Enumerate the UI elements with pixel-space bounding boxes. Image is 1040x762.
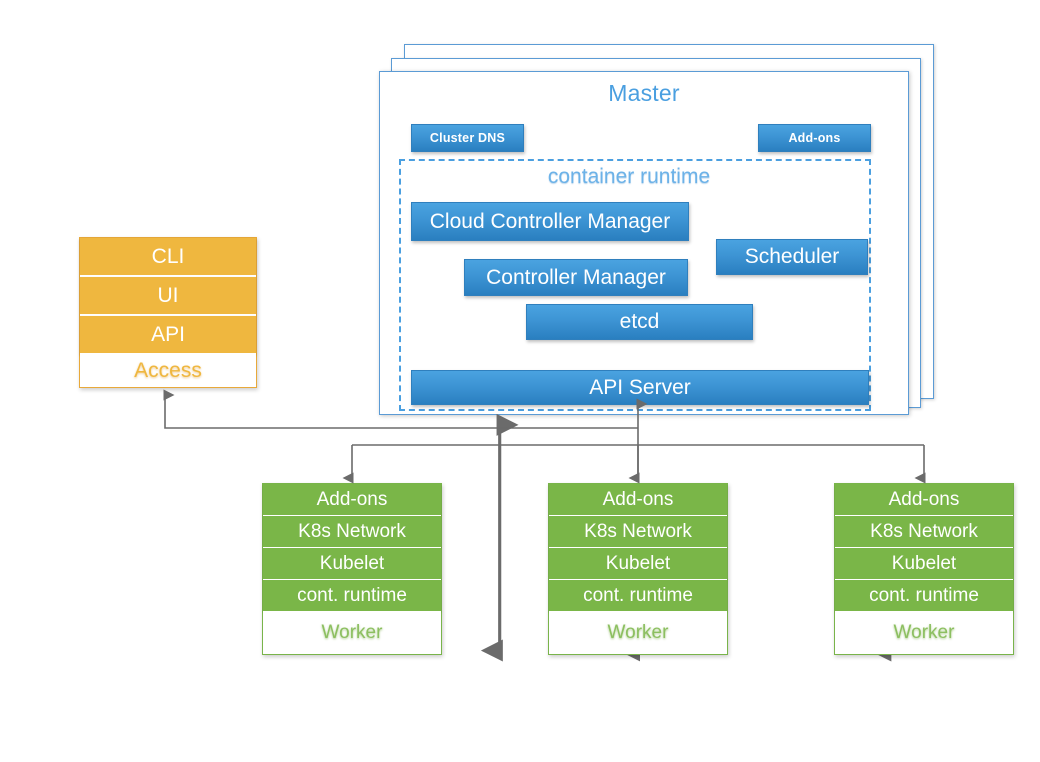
worker-1-footer-label: Worker: [263, 612, 441, 654]
worker-1-row-addons[interactable]: Add-ons: [263, 484, 441, 516]
master-addons-box[interactable]: Add-ons: [758, 124, 871, 152]
master-panel: Master Cluster DNS Add-ons container run…: [379, 71, 909, 662]
worker-2-row-cont-runtime[interactable]: cont. runtime: [549, 580, 727, 612]
worker-1-row-kubelet[interactable]: Kubelet: [263, 548, 441, 580]
scheduler-box[interactable]: Scheduler: [716, 239, 868, 275]
worker-node-2[interactable]: Add-ons K8s Network Kubelet cont. runtim…: [548, 483, 728, 655]
worker-3-row-cont-runtime[interactable]: cont. runtime: [835, 580, 1013, 612]
access-row-ui[interactable]: UI: [80, 277, 256, 316]
controller-manager-box[interactable]: Controller Manager: [464, 259, 688, 296]
worker-3-footer-label: Worker: [835, 612, 1013, 654]
worker-node-1[interactable]: Add-ons K8s Network Kubelet cont. runtim…: [262, 483, 442, 655]
worker-3-row-addons[interactable]: Add-ons: [835, 484, 1013, 516]
api-server-box[interactable]: API Server: [411, 370, 869, 405]
worker-node-3[interactable]: Add-ons K8s Network Kubelet cont. runtim…: [834, 483, 1014, 655]
access-stack[interactable]: CLI UI API Access: [79, 237, 257, 388]
worker-3-row-kubelet[interactable]: Kubelet: [835, 548, 1013, 580]
worker-2-row-addons[interactable]: Add-ons: [549, 484, 727, 516]
cloud-controller-manager-box[interactable]: Cloud Controller Manager: [411, 202, 689, 241]
access-row-api[interactable]: API: [80, 316, 256, 355]
master-title: Master: [608, 80, 680, 106]
container-runtime-title: container runtime: [547, 165, 711, 188]
worker-3-row-k8s-network[interactable]: K8s Network: [835, 516, 1013, 548]
master-cluster-dns-box[interactable]: Cluster DNS: [411, 124, 524, 152]
worker-2-row-k8s-network[interactable]: K8s Network: [549, 516, 727, 548]
access-row-cli[interactable]: CLI: [80, 238, 256, 277]
worker-1-row-cont-runtime[interactable]: cont. runtime: [263, 580, 441, 612]
worker-2-row-kubelet[interactable]: Kubelet: [549, 548, 727, 580]
worker-1-row-k8s-network[interactable]: K8s Network: [263, 516, 441, 548]
etcd-box[interactable]: etcd: [526, 304, 753, 340]
worker-2-footer-label: Worker: [549, 612, 727, 654]
diagram-canvas: Master Cluster DNS Add-ons container run…: [79, 44, 1014, 662]
access-footer-label: Access: [80, 355, 256, 387]
